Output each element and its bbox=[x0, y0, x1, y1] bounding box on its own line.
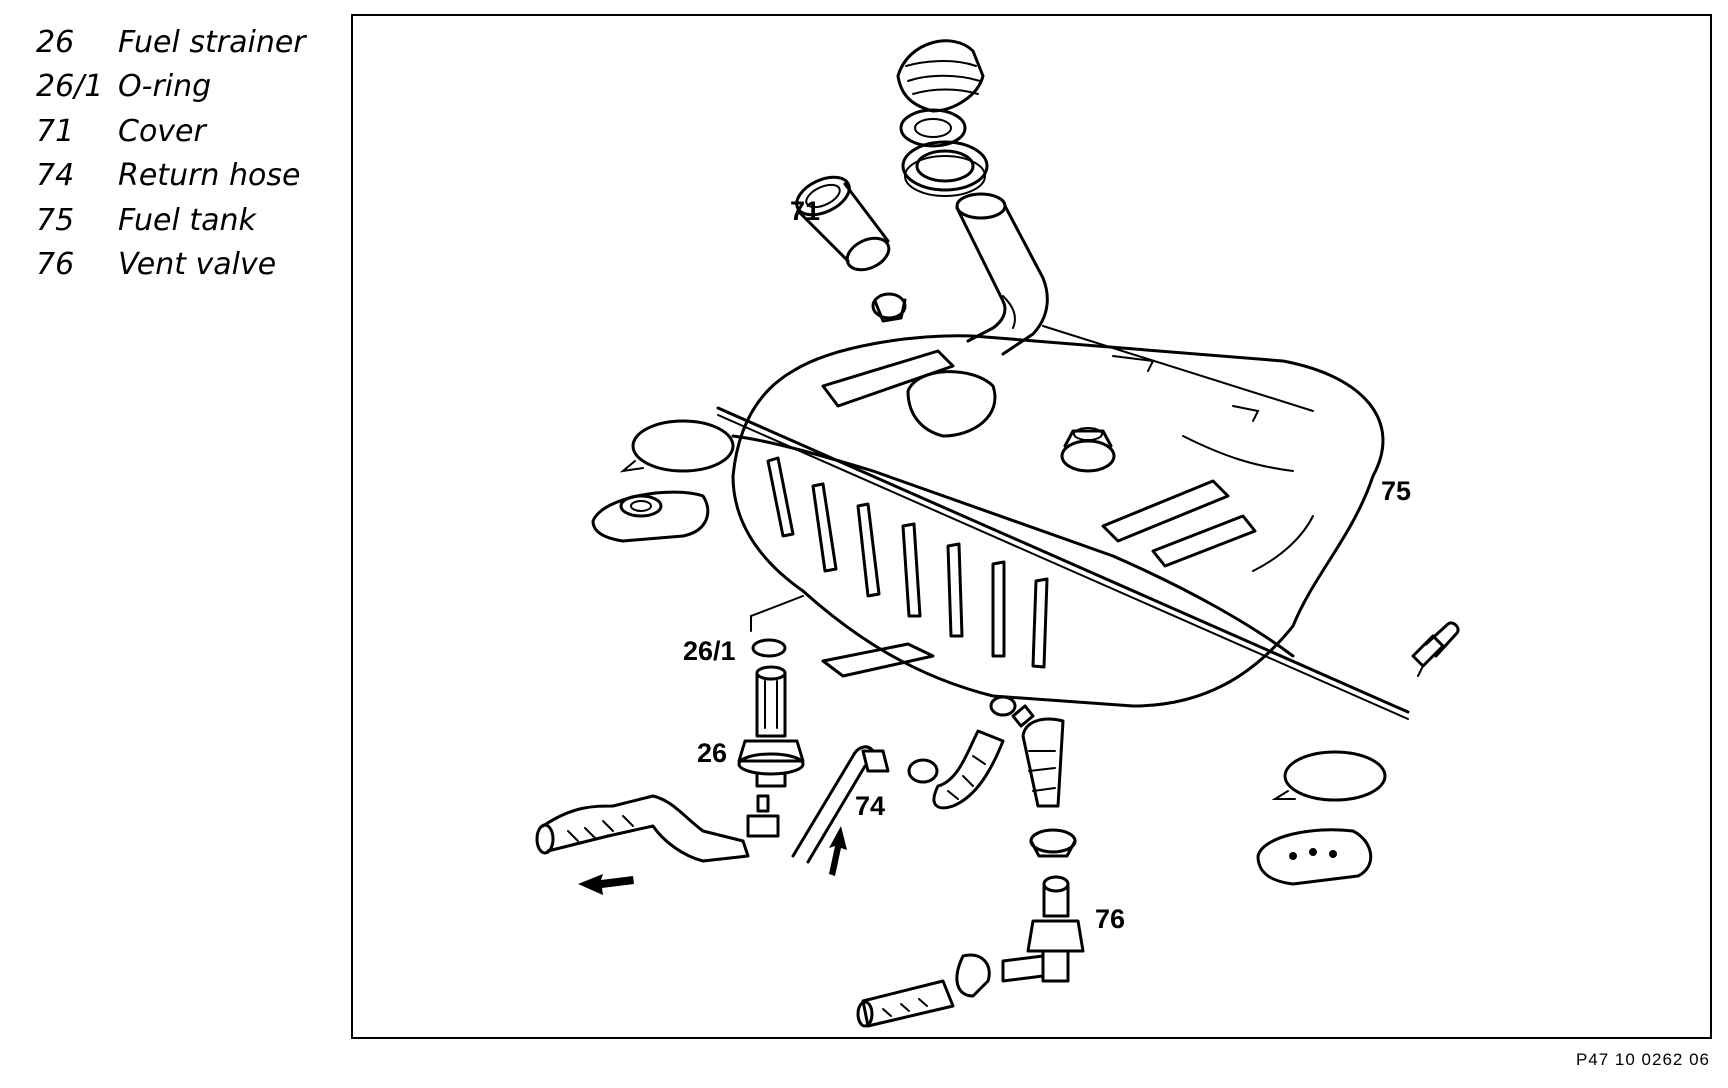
callout-26: 26 bbox=[697, 738, 728, 768]
tank-pad bbox=[821, 642, 935, 678]
right-access-cover bbox=[1256, 828, 1373, 886]
legend-label: Fuel strainer bbox=[118, 24, 306, 60]
legend-number: 71 bbox=[36, 113, 75, 149]
filler-grommet bbox=[901, 140, 989, 197]
legend-number: 75 bbox=[36, 202, 75, 238]
callout-26-1: 26/1 bbox=[683, 636, 736, 666]
callout-71: 71 bbox=[790, 196, 821, 226]
legend-label: Fuel tank bbox=[118, 202, 256, 238]
legend-item: 26/1 O-ring bbox=[36, 65, 306, 110]
legend-item: 26 Fuel strainer bbox=[36, 20, 306, 65]
legend-number: 26/1 bbox=[36, 69, 104, 105]
vent-valve-76 bbox=[856, 717, 1085, 1028]
legend-number: 26 bbox=[36, 24, 75, 60]
legend-label: Return hose bbox=[118, 158, 301, 194]
callout-76: 76 bbox=[1095, 904, 1126, 934]
mounting-bolt bbox=[1411, 621, 1460, 677]
legend-label: Vent valve bbox=[118, 247, 277, 283]
filler-cap-boot bbox=[896, 39, 985, 113]
legend-item: 76 Vent valve bbox=[36, 243, 306, 288]
legend-number: 76 bbox=[36, 247, 75, 283]
o-ring-26-1 bbox=[751, 638, 787, 658]
flow-arrow-out-icon bbox=[578, 874, 634, 895]
cover-71 bbox=[795, 175, 907, 323]
figure-code: P47 10 0262 06 bbox=[1575, 1050, 1710, 1069]
diagram-frame: 71 75 26/1 26 74 76 bbox=[351, 14, 1712, 1039]
callout-75: 75 bbox=[1381, 476, 1412, 506]
leader-26-1 bbox=[750, 595, 804, 617]
fuel-strainer-26 bbox=[737, 665, 805, 788]
legend-item: 75 Fuel tank bbox=[36, 198, 306, 243]
outlet-hose bbox=[535, 794, 780, 863]
legend-item: 74 Return hose bbox=[36, 154, 306, 199]
sender-unit bbox=[1060, 427, 1116, 473]
return-hose-74 bbox=[791, 695, 1035, 864]
legend-item: 71 Cover bbox=[36, 109, 306, 154]
filler-pipe bbox=[955, 192, 1049, 356]
parts-legend: 26 Fuel strainer 26/1 O-ring 71 Cover 74… bbox=[36, 20, 306, 287]
left-access-gasket bbox=[619, 419, 735, 473]
legend-label: Cover bbox=[118, 113, 206, 149]
legend-number: 74 bbox=[36, 158, 75, 194]
flow-arrow-in-icon bbox=[829, 826, 847, 876]
tank-ribs bbox=[766, 456, 1049, 669]
fuel-tank-75 bbox=[716, 325, 1410, 720]
legend-label: O-ring bbox=[118, 69, 212, 105]
callout-74: 74 bbox=[855, 791, 886, 821]
left-access-cover bbox=[591, 490, 710, 543]
fuel-tank-diagram bbox=[535, 39, 1460, 1028]
filler-seal-ring bbox=[899, 108, 967, 148]
right-access-gasket bbox=[1271, 750, 1387, 802]
